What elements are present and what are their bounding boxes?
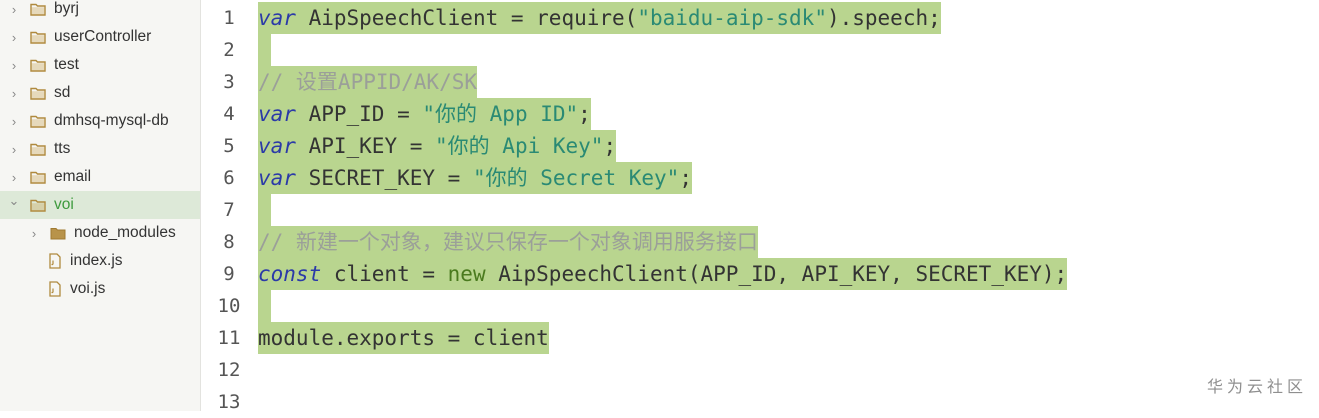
code-token: ; (578, 102, 591, 126)
tree-item-label: node_modules (74, 224, 176, 241)
tree-item-tts[interactable]: › tts (0, 135, 200, 163)
code-token: var (258, 134, 296, 158)
line-number: 11 (217, 327, 241, 349)
folder-icon (30, 171, 46, 184)
code-token: var (258, 166, 296, 190)
code-token: APP_ID = (295, 102, 423, 126)
chevron-right-icon[interactable]: › (11, 113, 17, 129)
line-number: 13 (217, 391, 241, 413)
tree-item-label: byrj (54, 0, 79, 17)
folder-icon (30, 59, 46, 72)
code-token: AipSpeechClient(APP_ID, API_KEY, SECRET_… (485, 262, 1068, 286)
line-number: 8 (223, 231, 235, 253)
code-line[interactable]: module.exports = client (258, 322, 549, 354)
js-file-icon (48, 281, 62, 297)
folder-icon (30, 31, 46, 44)
tree-item-test[interactable]: › test (0, 51, 200, 79)
code-token: module.exports = client (258, 326, 549, 350)
code-token: // 设置APPID/AK/SK (258, 70, 478, 94)
tree-item-node-modules[interactable]: › node_modules (0, 219, 200, 247)
folder-icon (30, 3, 46, 16)
line-number: 5 (223, 135, 235, 157)
code-line[interactable] (258, 34, 271, 66)
tree-item-sd[interactable]: › sd (0, 79, 200, 107)
folder-icon (30, 199, 46, 212)
chevron-right-icon[interactable]: › (11, 1, 17, 17)
code-token: AipSpeechClient = require( (295, 6, 638, 30)
code-token: var (258, 6, 296, 30)
code-token: "baidu-aip-sdk" (637, 6, 827, 30)
folder-icon (30, 115, 46, 128)
code-token: client = (321, 262, 448, 286)
line-number: 12 (217, 359, 241, 381)
chevron-down-icon[interactable]: ⌄ (8, 193, 20, 208)
tree-item-dmhsq-mysql-db[interactable]: › dmhsq-mysql-db (0, 107, 200, 135)
tree-item-label: index.js (70, 252, 123, 269)
tree-item-label: voi (54, 196, 74, 213)
line-number: 2 (223, 39, 235, 61)
code-token: ; (603, 134, 617, 158)
code-line[interactable]: var API_KEY = "你的 Api Key"; (258, 130, 617, 162)
chevron-right-icon[interactable]: › (11, 169, 17, 185)
tree-item-label: tts (54, 140, 71, 157)
watermark: 华为云社区 (1206, 377, 1307, 396)
code-token: ).speech; (826, 6, 941, 30)
folder-icon (30, 143, 46, 156)
code-line[interactable] (258, 194, 271, 226)
tree-item-index-js[interactable]: index.js (0, 247, 200, 275)
code-line[interactable]: var AipSpeechClient = require("baidu-aip… (258, 2, 941, 34)
line-number: 9 (223, 263, 235, 285)
code-token: "你的 App ID" (422, 102, 579, 126)
code-token: const (258, 262, 322, 286)
line-number: 4 (223, 103, 235, 125)
line-number: 7 (223, 199, 235, 221)
tree-item-byrj[interactable]: › byrj (0, 0, 200, 23)
tree-item-email[interactable]: › email (0, 163, 200, 191)
code-line[interactable]: var SECRET_KEY = "你的 Secret Key"; (258, 162, 692, 194)
code-token: SECRET_KEY = (295, 166, 473, 190)
code-token: // 新建一个对象，建议只保存一个对象调用服务接口 (258, 230, 758, 254)
tree-item-label: email (54, 168, 92, 185)
chevron-right-icon[interactable]: › (11, 29, 17, 45)
code-line[interactable] (258, 290, 271, 322)
tree-item-label: test (54, 56, 79, 73)
line-number: 1 (223, 7, 235, 29)
line-number: 3 (223, 71, 235, 93)
code-token: ; (679, 166, 692, 190)
chevron-right-icon[interactable]: › (11, 141, 17, 157)
tree-item-usercontroller[interactable]: › userController (0, 23, 200, 51)
code-line[interactable]: var APP_ID = "你的 App ID"; (258, 98, 591, 130)
tree-item-voi[interactable]: ⌄ voi (0, 191, 200, 219)
code-token: "你的 Api Key" (435, 134, 604, 158)
tree-item-label: sd (54, 84, 71, 101)
code-token: "你的 Secret Key" (472, 166, 680, 190)
tree-item-label: dmhsq-mysql-db (54, 112, 169, 129)
code-line[interactable]: // 设置APPID/AK/SK (258, 66, 478, 98)
tree-item-label: voi.js (70, 280, 106, 297)
tree-item-voi-js[interactable]: voi.js (0, 275, 200, 303)
code-line[interactable]: const client = new AipSpeechClient(APP_I… (258, 258, 1068, 290)
code-area[interactable]: var AipSpeechClient = require("baidu-aip… (258, 0, 1319, 411)
tree-item-label: userController (54, 28, 152, 45)
code-line[interactable]: // 新建一个对象，建议只保存一个对象调用服务接口 (258, 226, 758, 258)
chevron-right-icon[interactable]: › (11, 85, 17, 101)
code-token: var (258, 102, 296, 126)
code-token: new (447, 262, 486, 286)
code-token: API_KEY = (295, 134, 436, 158)
chevron-right-icon[interactable]: › (11, 57, 17, 73)
js-file-icon (48, 253, 62, 269)
line-number: 6 (223, 167, 235, 189)
file-explorer: › byrj › userController › test › sd › dmhsq-mysql… (0, 0, 201, 411)
folder-icon (30, 87, 46, 100)
line-number: 10 (217, 295, 241, 317)
chevron-right-icon[interactable]: › (31, 225, 37, 241)
folder-icon (50, 227, 66, 240)
